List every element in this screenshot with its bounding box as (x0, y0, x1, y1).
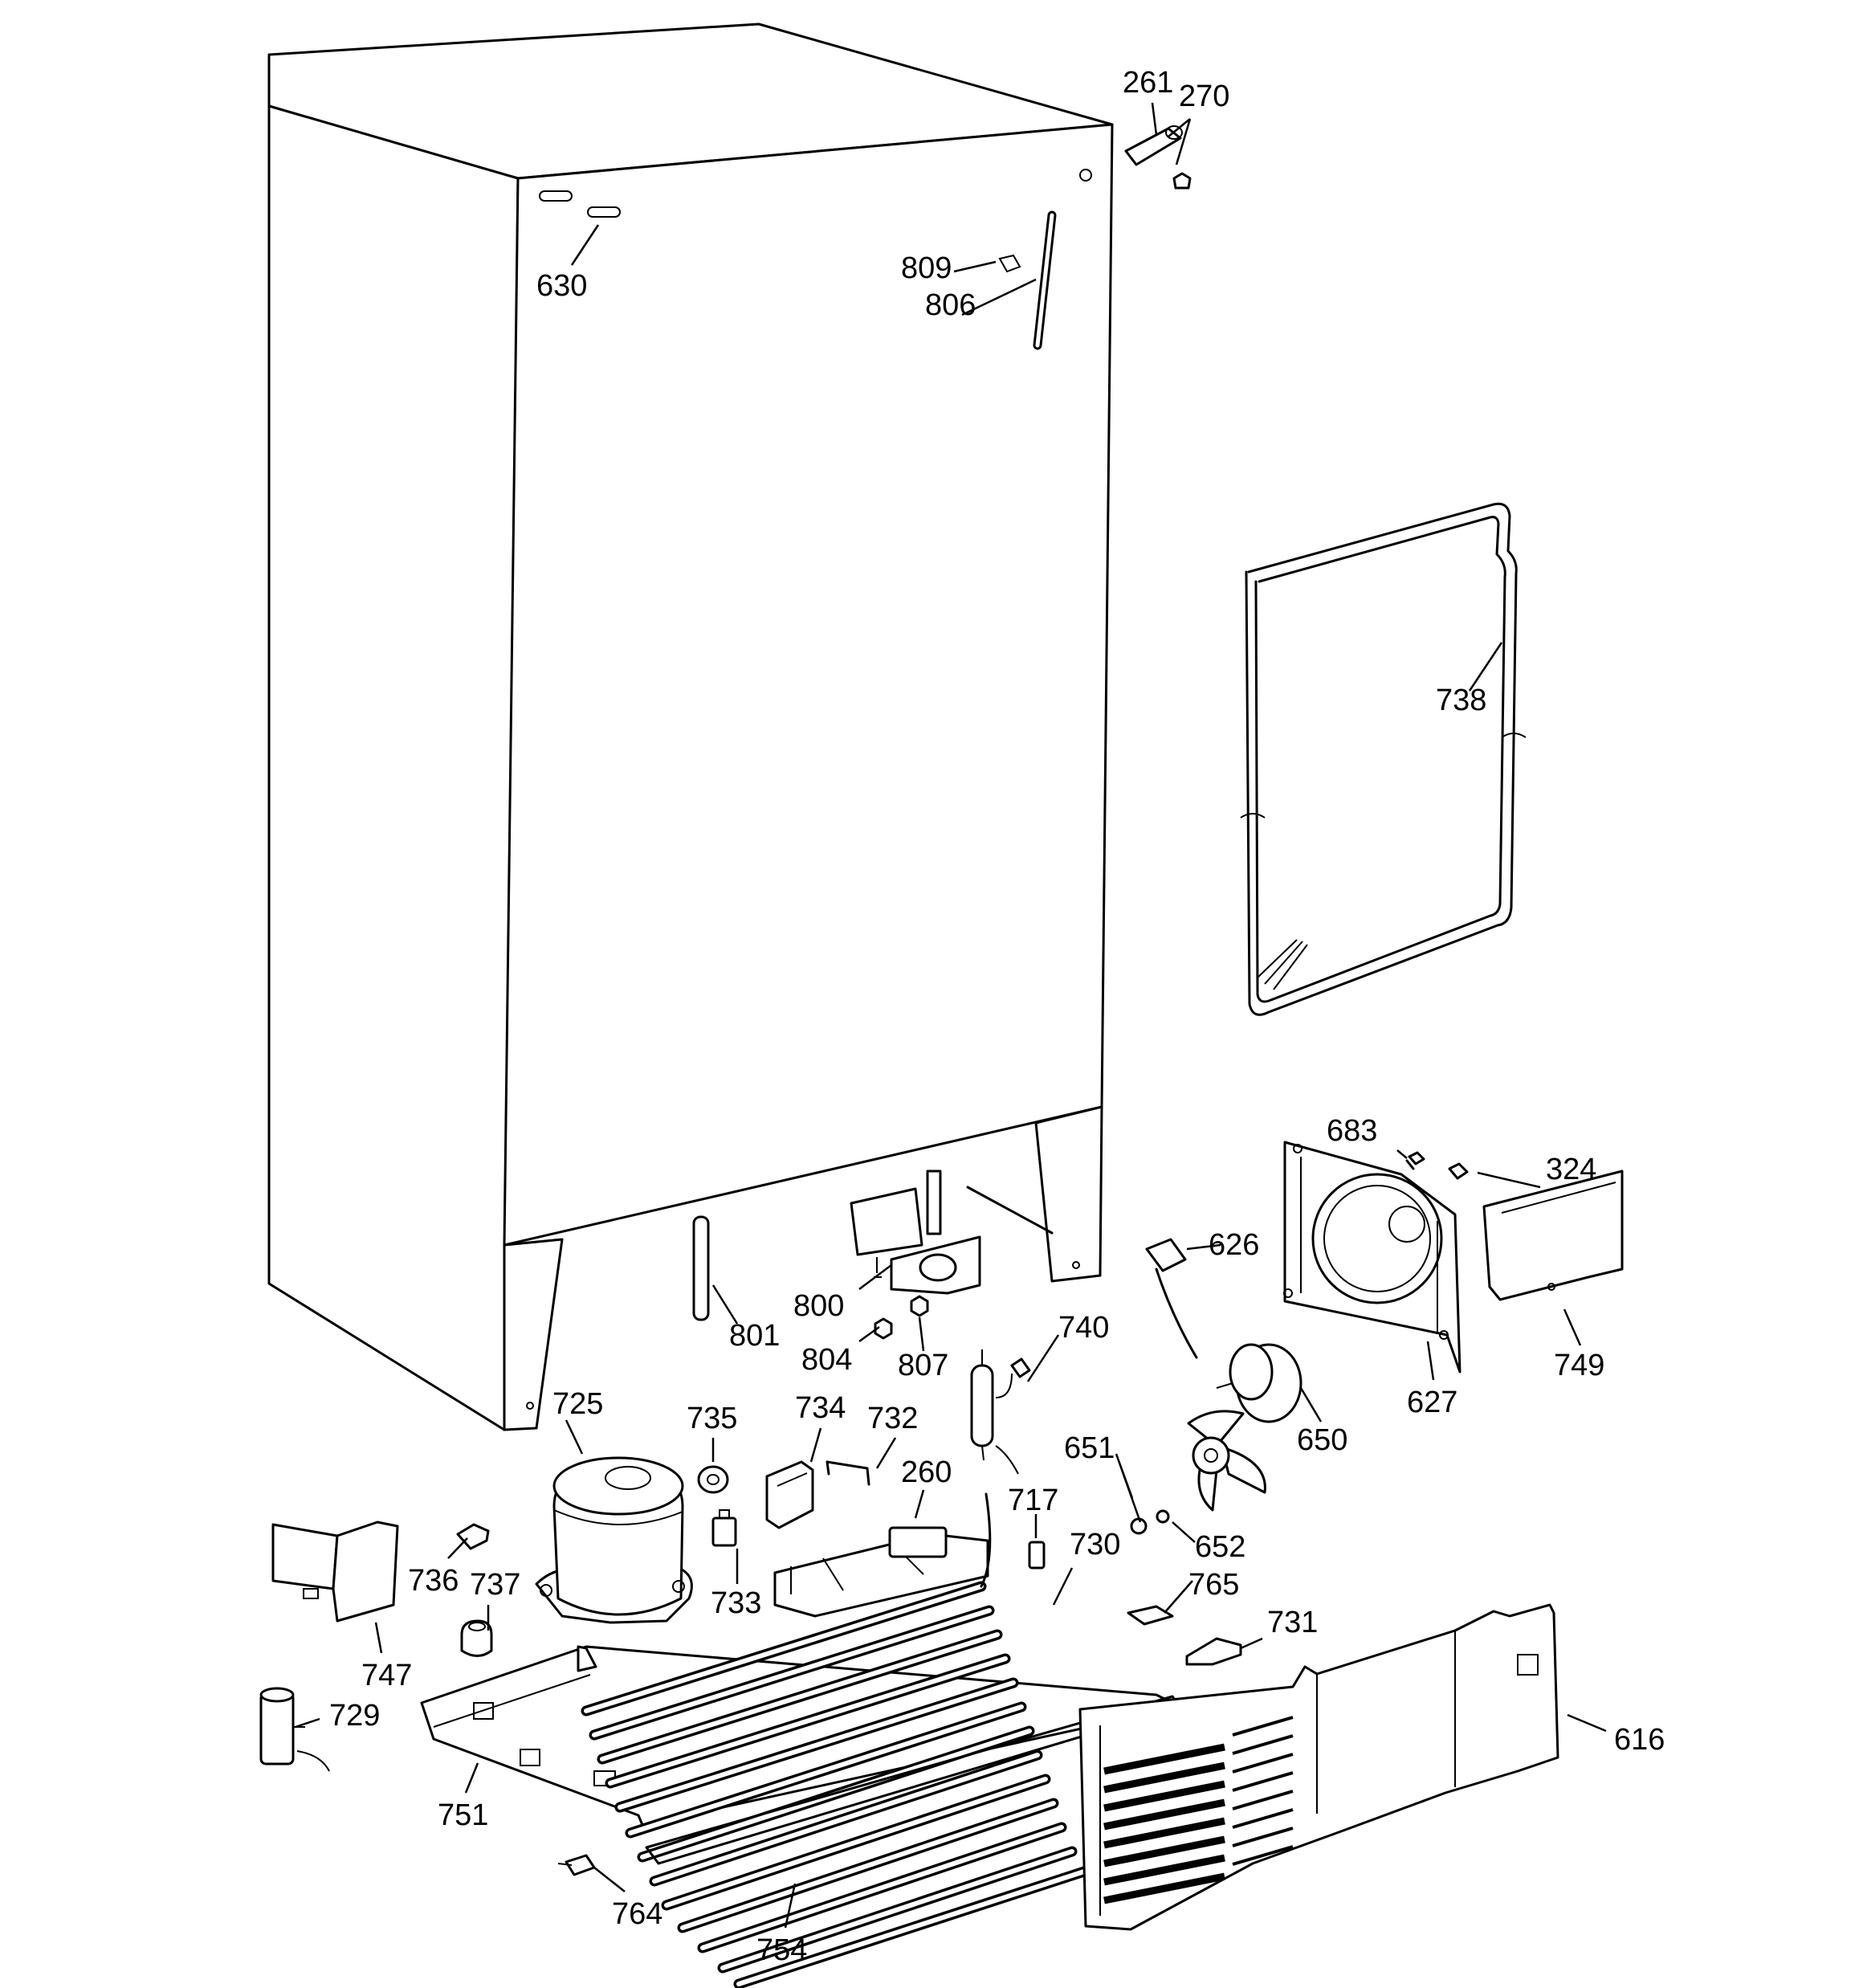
label-804: 804 (801, 1343, 852, 1377)
label-627: 627 (1407, 1386, 1457, 1419)
label-749: 749 (1554, 1349, 1604, 1382)
label-731: 731 (1267, 1606, 1318, 1639)
fan-blade-651 (1130, 1410, 1266, 1535)
condenser-loop-738 (1240, 502, 1527, 1016)
label-733: 733 (711, 1586, 761, 1620)
label-717: 717 (1008, 1484, 1058, 1517)
label-270: 270 (1179, 80, 1229, 113)
label-732: 732 (867, 1402, 918, 1435)
label-730: 730 (1070, 1528, 1120, 1561)
nuts-804-807 (874, 1295, 929, 1340)
drier-740 (970, 1349, 1031, 1475)
fan-shroud-627 (1283, 1141, 1461, 1374)
label-764: 764 (612, 1897, 662, 1931)
label-765: 765 (1188, 1568, 1239, 1602)
leader-lines (295, 102, 1607, 1929)
capacitor-729 (259, 1687, 330, 1772)
label-734: 734 (795, 1391, 846, 1425)
label-626: 626 (1209, 1228, 1259, 1262)
power-cord-626 (1145, 1238, 1198, 1359)
label-800: 800 (793, 1289, 844, 1323)
label-738: 738 (1436, 684, 1486, 717)
label-260: 260 (901, 1455, 952, 1489)
label-740: 740 (1058, 1311, 1109, 1345)
cover-747 (271, 1521, 399, 1623)
label-747: 747 (361, 1659, 412, 1692)
label-807: 807 (898, 1349, 948, 1382)
cover-plate-749 (1482, 1170, 1624, 1301)
label-650: 650 (1297, 1423, 1347, 1457)
label-735: 735 (687, 1402, 737, 1435)
label-754: 754 (756, 1933, 807, 1967)
cabinet (267, 22, 1114, 1431)
rod-801 (692, 1215, 710, 1321)
compressor-725 (535, 1456, 693, 1624)
label-725: 725 (552, 1387, 603, 1421)
grille-616 (1078, 1603, 1559, 1931)
drain-pan-260 (773, 1526, 989, 1618)
clips-717-765-731 (1028, 1541, 1242, 1666)
label-736: 736 (408, 1564, 459, 1598)
label-751: 751 (438, 1798, 488, 1832)
clip-764 (557, 1854, 596, 1876)
part-number-labels: 261 270 630 809 806 738 683 324 626 800 … (329, 66, 1665, 1967)
label-729: 729 (329, 1699, 380, 1733)
label-616: 616 (1614, 1723, 1665, 1757)
label-261: 261 (1123, 66, 1173, 100)
part-261-270 (1124, 125, 1192, 190)
label-737: 737 (470, 1568, 520, 1602)
water-valve-800 (850, 1170, 981, 1295)
label-630: 630 (536, 269, 587, 303)
label-683: 683 (1327, 1114, 1377, 1148)
condenser-coil-754 (581, 1492, 1182, 1988)
screws-683-324 (1405, 1151, 1469, 1180)
label-806: 806 (925, 288, 976, 322)
label-652: 652 (1195, 1530, 1245, 1564)
label-809: 809 (901, 251, 952, 285)
small-parts (456, 1460, 870, 1657)
label-324: 324 (1546, 1153, 1596, 1186)
fan-motor-650 (1216, 1343, 1302, 1423)
label-651: 651 (1064, 1431, 1115, 1465)
label-801: 801 (729, 1319, 780, 1353)
